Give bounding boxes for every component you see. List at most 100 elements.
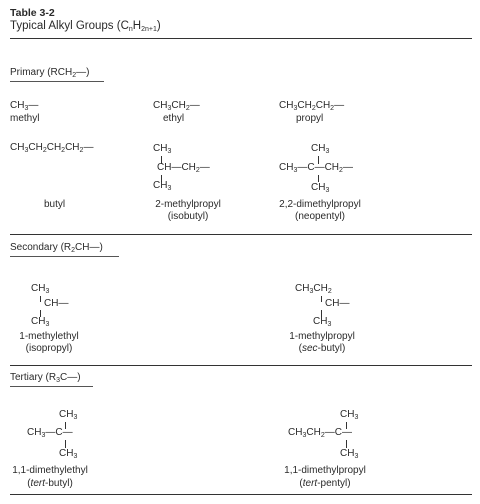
isobutyl-bond-down — [161, 175, 162, 182]
secbutyl-ch-b: CH — [313, 283, 328, 294]
section-tertiary-label: Tertiary (R3C—) — [10, 372, 81, 384]
butyl-ch-c: CH — [46, 142, 62, 153]
secbutyl-bottom: CH3 — [313, 316, 331, 328]
title-sub-2n1: 2n+1 — [141, 26, 157, 33]
tertbutyl-common-italic: tert — [30, 478, 45, 489]
neopentyl-bottom-ch: CH — [311, 182, 326, 193]
tertbutyl-bottom: CH3 — [59, 448, 77, 460]
methyl-sub: 3 — [24, 105, 29, 112]
tertpentyl-common-italic: tert — [302, 478, 318, 489]
tertiary-label-tail: C—) — [60, 372, 81, 383]
table-bottom-rule — [10, 494, 472, 495]
butyl-bond: — — [83, 142, 94, 153]
propyl-sub-c: 2 — [330, 105, 335, 112]
tertbutyl-bottom-ch: CH — [59, 448, 74, 459]
neopentyl-name: 2,2-dimethylpropyl — [279, 199, 361, 210]
ethyl-ch-b: CH — [171, 100, 186, 111]
isobutyl-bond-up — [161, 156, 162, 164]
isopropyl-bottom-ch: CH — [31, 316, 46, 327]
butyl-sub-a: 3 — [24, 147, 29, 154]
butyl-ch-b: CH — [28, 142, 43, 153]
isobutyl-mid-sub: 2 — [195, 167, 200, 174]
isopropyl-bond-up — [40, 296, 41, 302]
secondary-label-sub: 2 — [71, 247, 76, 254]
tertbutyl-left-sub: 3 — [41, 432, 46, 439]
tertpentyl-ch-a: CH — [288, 427, 303, 438]
secbutyl-common-open: ( — [298, 343, 302, 354]
isopropyl-top-ch: CH — [31, 283, 46, 294]
isobutyl-name: 2-methylpropyl — [155, 199, 221, 210]
secbutyl-common: (sec-butyl) — [272, 343, 372, 355]
tertpentyl-ch-b: CH — [306, 427, 321, 438]
tertpentyl-center: —C— — [324, 427, 352, 438]
tertpentyl-bottom-ch: CH — [340, 448, 355, 459]
title-sub-n: n — [128, 26, 133, 33]
secbutyl-bond-up — [321, 296, 322, 302]
tertbutyl-common-open: ( — [27, 478, 31, 489]
tertbutyl-common: (tert-butyl) — [0, 478, 100, 490]
neopentyl-bond: — — [342, 162, 353, 173]
isopropyl-name: 1-methylethyl — [19, 331, 79, 342]
tertpentyl-sub-a: 3 — [302, 432, 307, 439]
primary-end-rule — [10, 234, 472, 235]
isobutyl-bottom-ch: CH — [153, 180, 168, 191]
tertpentyl-bottom: CH3 — [340, 448, 358, 460]
neopentyl-bond-up — [318, 156, 319, 164]
tertbutyl-left-ch: CH — [27, 427, 42, 438]
tertpentyl-bond-down — [346, 440, 347, 448]
tertiary-label-sub: 3 — [56, 377, 61, 384]
isobutyl-top-sub: 3 — [167, 148, 172, 155]
primary-label-text: Primary (RCH — [10, 67, 73, 78]
secbutyl-sub-a: 3 — [309, 288, 314, 295]
isobutyl-mid-bond: — — [199, 162, 210, 173]
tertpentyl-top: CH3 — [340, 409, 358, 421]
primary-underline — [10, 81, 104, 82]
isobutyl-top: CH3 — [153, 143, 171, 155]
tertbutyl-top-ch: CH — [59, 409, 74, 420]
isopropyl-top-sub: 3 — [45, 288, 50, 295]
propyl-name: propyl — [296, 113, 324, 124]
ethyl-ch-a: CH — [153, 100, 168, 111]
isobutyl-bottom-sub: 3 — [167, 185, 172, 192]
butyl-sub-d: 2 — [79, 147, 84, 154]
ethyl-sub-b: 2 — [185, 105, 190, 112]
neopentyl-top: CH3 — [311, 143, 329, 155]
ethyl-bond: — — [189, 100, 200, 111]
table-title: Typical Alkyl Groups (CnH2n+1) — [10, 20, 161, 33]
primary-label-sub: 2 — [72, 72, 77, 79]
ethyl-formula: CH3CH2— — [153, 100, 200, 112]
methyl-formula: CH3— — [10, 100, 38, 112]
isopropyl-common: (isopropyl) — [25, 343, 73, 354]
secondary-underline — [10, 256, 119, 257]
tertbutyl-mid: CH3—C— — [27, 427, 73, 439]
tertiary-underline — [10, 386, 93, 387]
secbutyl-common-italic: sec — [301, 343, 318, 354]
secbutyl-common-close: -butyl) — [317, 343, 346, 354]
neopentyl-top-sub: 3 — [325, 148, 330, 155]
tertpentyl-name: 1,1-dimethylpropyl — [284, 465, 366, 476]
tertpentyl-bottom-sub: 3 — [354, 453, 359, 460]
secbutyl-mid: CH— — [325, 298, 350, 309]
table-number: Table 3-2 — [10, 7, 55, 19]
neopentyl-bottom-sub: 3 — [325, 187, 330, 194]
methyl-name: methyl — [10, 113, 40, 124]
tertbutyl-center: —C— — [45, 427, 73, 438]
tertpentyl-mid: CH3CH2—C— — [288, 427, 352, 439]
tertpentyl-top-sub: 3 — [354, 414, 359, 421]
secbutyl-sub-b: 2 — [327, 288, 332, 295]
tertbutyl-top-sub: 3 — [73, 414, 78, 421]
tertpentyl-sub-b: 2 — [320, 432, 325, 439]
secbutyl-bottom-ch: CH — [313, 316, 328, 327]
secbutyl-top: CH3CH2 — [295, 283, 332, 295]
neopentyl-bottom: CH3 — [311, 182, 329, 194]
propyl-ch-a: CH — [279, 100, 294, 111]
isopropyl-bottom: CH3 — [31, 316, 49, 328]
neopentyl-common: (neopentyl) — [294, 211, 346, 222]
tertpentyl-common: (tert-pentyl) — [265, 478, 385, 490]
tertpentyl-top-ch: CH — [340, 409, 355, 420]
isobutyl-mid: CH—CH2— — [157, 162, 210, 174]
butyl-ch-d: CH — [65, 142, 80, 153]
secbutyl-ch-a: CH — [295, 283, 310, 294]
tertbutyl-bottom-sub: 3 — [73, 453, 78, 460]
title-text-b: H — [132, 20, 142, 32]
